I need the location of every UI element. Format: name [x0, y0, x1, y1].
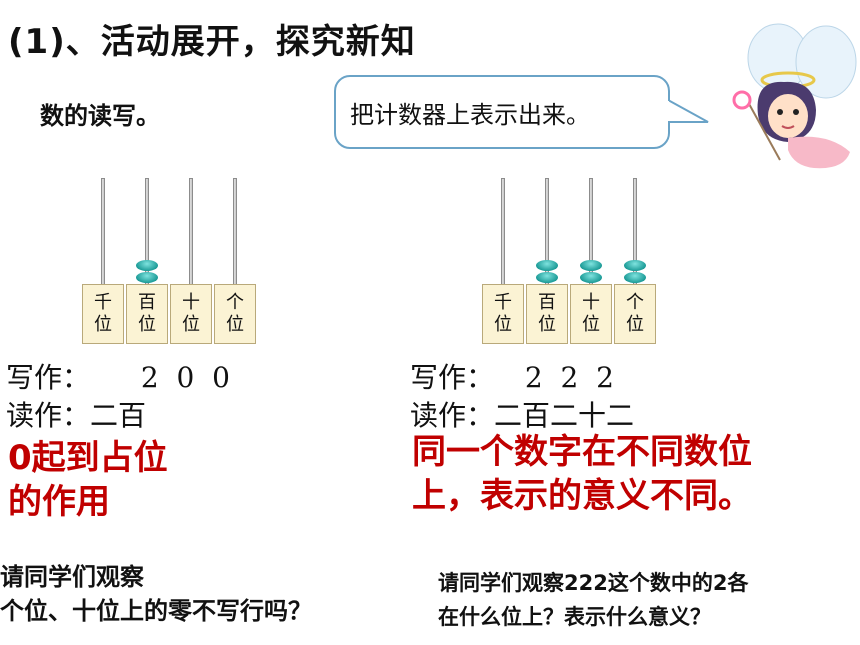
question-left: 请同学们观察 个位、十位上的零不写行吗？ — [0, 560, 312, 628]
left-note-line2: 的作用 — [8, 482, 110, 522]
place-label-ones: 个位 — [614, 284, 656, 344]
left-note-line1: 0起到占位 — [8, 438, 168, 478]
place-label-thousands: 千位 — [82, 284, 124, 344]
left-read-value: 二百 — [90, 399, 147, 432]
place-label-hundreds: 百位 — [526, 284, 568, 344]
question-left-line1: 请同学们观察 — [0, 563, 144, 591]
right-read-value: 二百二十二 — [494, 399, 635, 432]
bead-hundreds — [536, 272, 558, 283]
bead-tens — [580, 260, 602, 271]
right-written-number: 2 2 2 — [524, 361, 614, 394]
question-left-line2: 个位、十位上的零不写行吗？ — [0, 597, 312, 625]
page-title: (1)、活动展开，探究新知 — [8, 22, 416, 62]
right-write-row: 写作： 2 2 2 — [410, 356, 614, 396]
bead-hundreds — [136, 272, 158, 283]
left-abacus: 千位 百位 十位 个位 — [82, 178, 262, 348]
right-write-label: 写作： — [410, 361, 495, 394]
left-write-row: 写作： 2 0 0 — [6, 356, 230, 396]
right-note: 同一个数字在不同数位 上，表示的意义不同。 — [412, 430, 752, 518]
rod-ones — [233, 178, 237, 286]
right-abacus: 千位 百位 十位 个位 — [482, 178, 662, 348]
speech-bubble-tail — [668, 99, 709, 123]
bead-hundreds — [536, 260, 558, 271]
left-written-number: 2 0 0 — [140, 361, 230, 394]
fairy-illustration-icon — [732, 23, 857, 169]
place-label-hundreds: 百位 — [126, 284, 168, 344]
speech-bubble-text: 把计数器上表示出来。 — [350, 101, 590, 129]
speech-bubble: 把计数器上表示出来。 — [334, 75, 670, 149]
right-note-line1: 同一个数字在不同数位 — [412, 432, 752, 472]
right-read-row: 读作：二百二十二 — [410, 394, 634, 434]
place-label-row: 千位 百位 十位 个位 — [482, 284, 658, 344]
bead-hundreds — [136, 260, 158, 271]
bead-tens — [580, 272, 602, 283]
question-right-line1: 请同学们观察222这个数中的2各 — [438, 571, 749, 595]
bead-ones — [624, 272, 646, 283]
rod-tens — [189, 178, 193, 286]
left-note: 0起到占位 的作用 — [8, 436, 168, 524]
rod-thousands — [501, 178, 505, 286]
section-subtitle: 数的读写。 — [40, 102, 160, 130]
left-read-row: 读作：二百 — [6, 394, 146, 434]
right-read-label: 读作： — [410, 399, 495, 432]
right-note-line2: 上，表示的意义不同。 — [412, 476, 752, 516]
left-read-label: 读作： — [6, 399, 91, 432]
place-label-tens: 十位 — [170, 284, 212, 344]
bead-ones — [624, 260, 646, 271]
question-right: 请同学们观察222这个数中的2各 在什么位上？表示什么意义？ — [438, 566, 748, 634]
place-label-row: 千位 百位 十位 个位 — [82, 284, 258, 344]
place-label-tens: 十位 — [570, 284, 612, 344]
place-label-thousands: 千位 — [482, 284, 524, 344]
left-write-label: 写作： — [6, 361, 91, 394]
rod-thousands — [101, 178, 105, 286]
place-label-ones: 个位 — [214, 284, 256, 344]
question-right-line2: 在什么位上？表示什么意义？ — [438, 605, 711, 629]
